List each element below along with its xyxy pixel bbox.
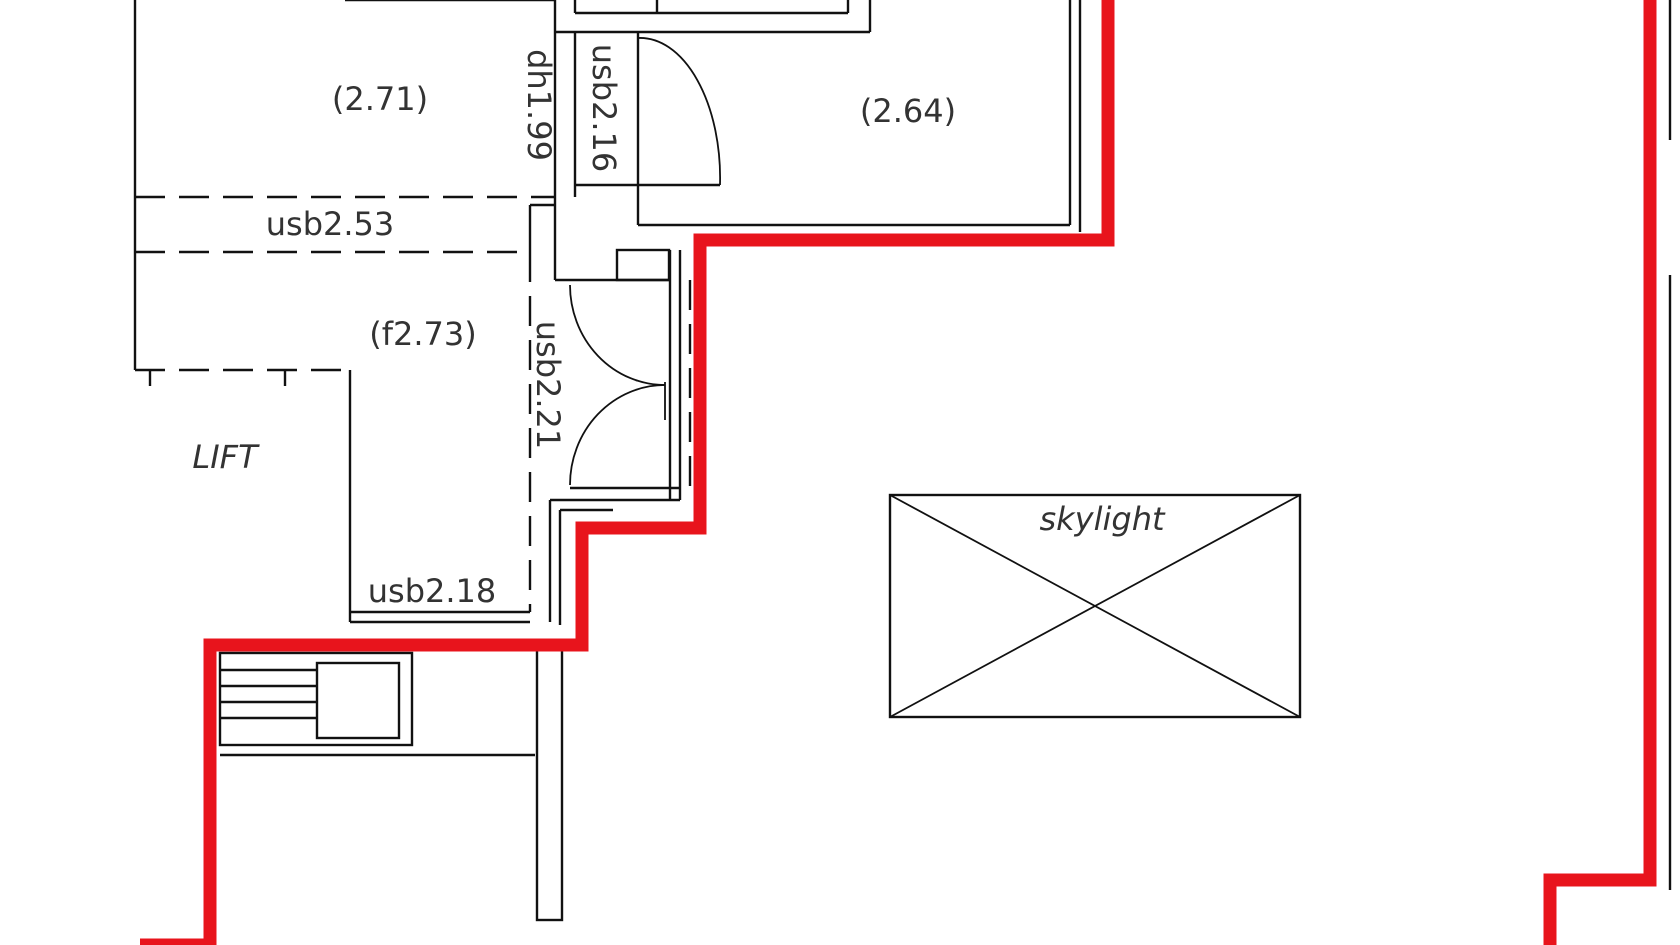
label-usb2-21: usb2.21 [529, 321, 567, 450]
room-label-f2-73: (f2.73) [369, 315, 476, 353]
label-dh1-99: dh1.99 [520, 49, 558, 161]
label-usb2-53: usb2.53 [266, 205, 395, 243]
door-bathroom [637, 37, 721, 186]
room-label-2-71: (2.71) [332, 80, 428, 118]
skylight [888, 493, 1302, 719]
label-skylight: skylight [1039, 500, 1166, 538]
label-lift: LIFT [192, 438, 260, 476]
pillar [535, 643, 564, 922]
boundary-line-right [1543, 0, 1657, 945]
stairs [218, 651, 535, 757]
label-usb2-18: usb2.18 [368, 572, 497, 610]
room-f2-73-walls [135, 203, 555, 624]
label-usb2-16: usb2.16 [585, 44, 623, 173]
closet-top [555, 0, 872, 34]
hallway-walls [548, 197, 692, 625]
boundary-line [203, 0, 1115, 945]
corridor-usb253 [133, 195, 555, 370]
room-label-2-64: (2.64) [860, 92, 956, 130]
bathroom-walls [573, 0, 1082, 232]
double-door [569, 284, 666, 486]
